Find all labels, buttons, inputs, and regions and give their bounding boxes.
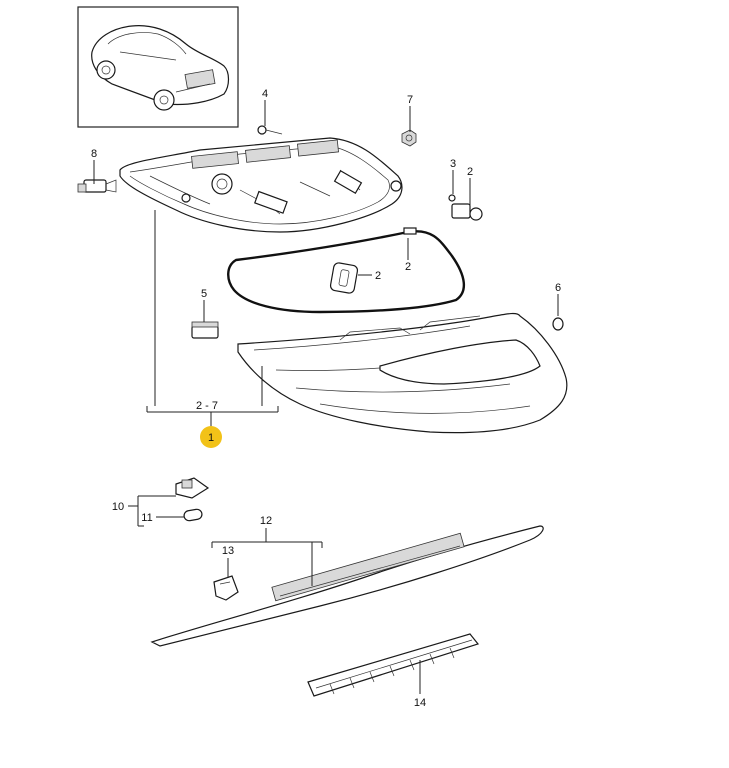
grommet <box>329 262 359 294</box>
callout-7: 7 <box>407 94 413 106</box>
third-brake-light-cover <box>150 525 544 647</box>
callout-4: 4 <box>262 88 268 100</box>
spacer <box>183 508 203 522</box>
callout-2-grommet: 2 <box>375 270 381 282</box>
callout-1: 1 <box>208 432 214 444</box>
car-illustration <box>91 25 230 111</box>
callout-8: 8 <box>91 148 97 160</box>
leader-lines <box>93 100 559 694</box>
callout-6: 6 <box>555 282 561 294</box>
screw <box>257 125 283 135</box>
callout-12: 12 <box>260 515 272 527</box>
callout-14: 14 <box>414 697 426 709</box>
tail-light-lens <box>237 312 568 434</box>
callout-2-socket: 2 <box>467 166 473 178</box>
bulb-holder <box>77 179 117 193</box>
mount <box>175 477 210 499</box>
callout-13: 13 <box>222 545 234 557</box>
bulb-socket <box>448 194 483 221</box>
callout-11: 11 <box>141 512 152 524</box>
callout-range-2-7: 2 - 7 <box>196 400 218 412</box>
seal-gasket <box>227 227 465 314</box>
callout-2-seal: 2 <box>405 261 411 273</box>
tail-light-housing <box>119 137 403 233</box>
retainer <box>213 575 239 601</box>
callout-3: 3 <box>450 158 456 170</box>
callout-10: 10 <box>112 501 124 513</box>
nut <box>401 129 417 147</box>
callout-5: 5 <box>201 288 207 300</box>
callout-badge-1 <box>200 426 222 448</box>
led-strip <box>307 633 480 697</box>
clip <box>191 321 219 339</box>
cap <box>552 317 564 331</box>
car-thumbnail-inset <box>77 6 239 128</box>
